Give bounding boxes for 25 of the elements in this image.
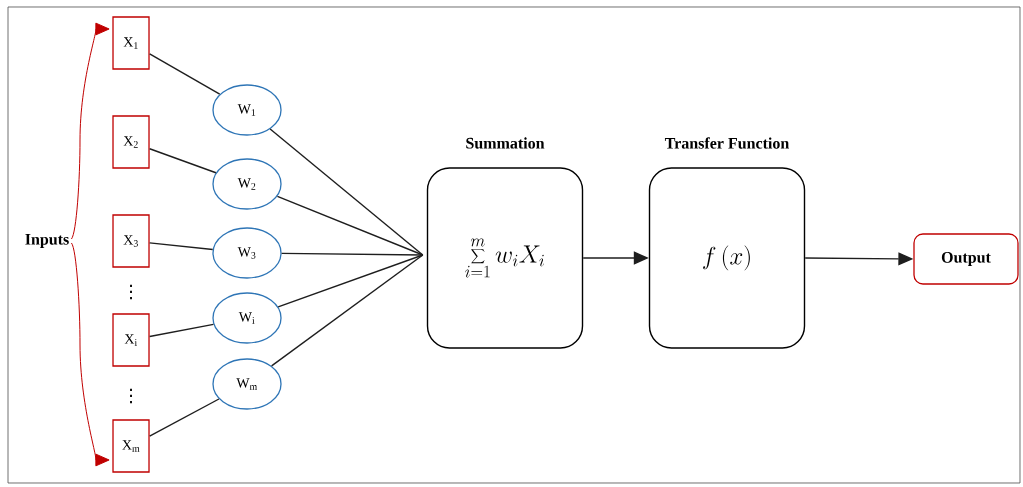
connector-line <box>277 254 424 308</box>
process-box: $f\,(x)$ <box>648 167 806 349</box>
connector-line <box>148 148 217 174</box>
input-box: X$_{1}$ <box>112 16 150 70</box>
ellipsis-dots: ⋮ <box>130 284 132 300</box>
input-box: X$_{3}$ <box>112 214 150 268</box>
connector-line <box>148 53 221 95</box>
connector-line <box>276 195 424 256</box>
connector-line <box>280 252 424 256</box>
connector-line <box>270 254 424 367</box>
input-box: X$_{i}$ <box>112 313 150 367</box>
arrow <box>70 22 110 240</box>
connector-line <box>148 398 220 437</box>
connector-line <box>148 242 214 251</box>
heading: Summation <box>466 137 545 149</box>
output-box: Output <box>913 233 1019 285</box>
input-box: X$_{m}$ <box>112 419 150 473</box>
connector-line <box>148 323 215 338</box>
ellipsis-dots: ⋮ <box>130 388 132 404</box>
connector-line <box>269 128 424 256</box>
inputs-label: Inputs <box>25 234 69 248</box>
process-box: $\sum_{i=1}^{m} w_i X_i$ <box>426 167 584 349</box>
input-box: X$_{2}$ <box>112 115 150 169</box>
arrow <box>70 242 110 467</box>
heading: Transfer Function <box>664 137 790 149</box>
